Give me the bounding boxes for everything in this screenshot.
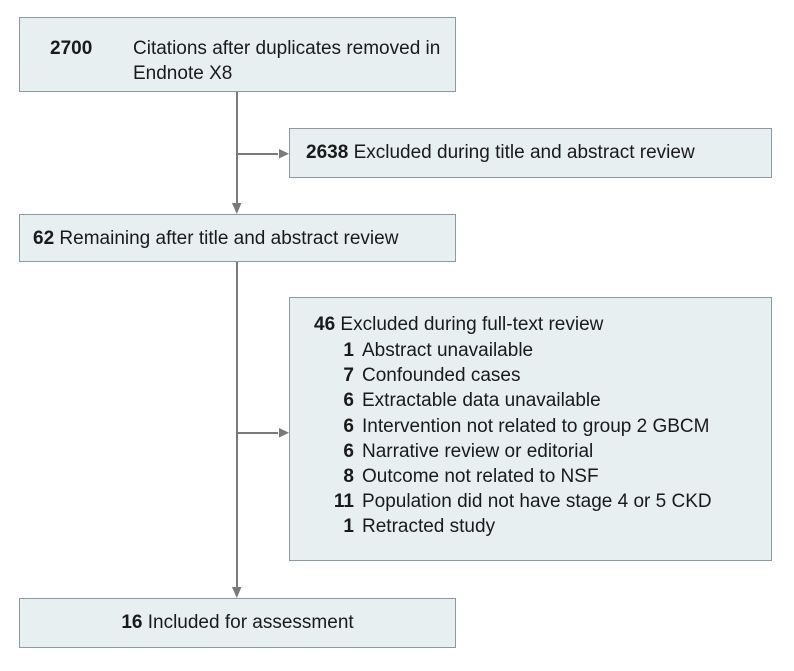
included-count: 16 xyxy=(121,612,143,633)
citations-label: Citations after duplicates removed in En… xyxy=(133,38,441,84)
citations-count: 2700 xyxy=(50,38,93,59)
reason-label: Narrative review or editorial xyxy=(362,440,594,462)
connector-main-lower xyxy=(236,262,238,588)
excluded-fulltext-box: 46 Excluded during full-text review 1 Abs… xyxy=(289,297,772,561)
citations-box: 2700 Citations after duplicates removed … xyxy=(19,17,456,92)
excluded-fulltext-count: 46 xyxy=(314,314,336,335)
exclusion-reason: 6 Narrative review or editorial xyxy=(314,439,712,464)
reason-count: 1 xyxy=(343,340,354,361)
reason-label: Retracted study xyxy=(362,516,496,538)
exclusion-reason: 6 Extractable data unavailable xyxy=(314,388,712,413)
reason-label: Population did not have stage 4 or 5 CKD xyxy=(362,491,712,513)
reason-label: Abstract unavailable xyxy=(362,340,534,361)
remaining-count: 62 xyxy=(33,228,55,249)
reason-label: Confounded cases xyxy=(362,365,521,387)
arrowhead-to-excluded-fulltext xyxy=(279,428,289,438)
reason-label: Outcome not related to NSF xyxy=(362,465,599,487)
exclusion-reason: 8 Outcome not related to NSF xyxy=(314,464,712,489)
arrowhead-to-remaining xyxy=(232,203,242,214)
included-box: 16 Included for assessment xyxy=(19,598,456,648)
exclusion-reason: 7 Confounded cases xyxy=(314,363,712,388)
exclusion-reason: 1 Retracted study xyxy=(314,514,712,539)
reason-count: 6 xyxy=(343,390,354,412)
exclusion-reason: 6 Intervention not related to group 2 GBC… xyxy=(314,414,712,439)
reason-count: 11 xyxy=(333,491,354,513)
connector-branch-2 xyxy=(236,432,278,434)
connector-branch-1 xyxy=(236,153,278,155)
reason-count: 7 xyxy=(343,365,354,387)
exclusion-reason: 11 Population did not have stage 4 or 5 C… xyxy=(314,489,712,514)
reason-label: Extractable data unavailable xyxy=(362,390,601,412)
arrowhead-to-included xyxy=(232,587,242,598)
excluded-fulltext-label: Excluded during full-text review xyxy=(340,314,604,335)
reason-count: 8 xyxy=(343,465,354,487)
remaining-label: Remaining after title and abstract revie… xyxy=(59,228,399,249)
connector-main-upper xyxy=(236,92,238,204)
reason-count: 6 xyxy=(343,415,354,437)
reason-count: 1 xyxy=(343,516,354,538)
included-label: Included for assessment xyxy=(147,612,354,633)
remaining-box: 62 Remaining after title and abstract re… xyxy=(19,214,456,262)
arrowhead-to-excluded-title xyxy=(279,149,289,159)
excluded-title-abstract-box: 2638 Excluded during title and abstract … xyxy=(289,128,772,178)
excluded-title-abstract-label: Excluded during title and abstract revie… xyxy=(353,142,695,163)
reason-label: Intervention not related to group 2 GBCM xyxy=(362,415,710,437)
exclusion-reason: 1 Abstract unavailable xyxy=(314,338,712,363)
reason-count: 6 xyxy=(343,440,354,462)
excluded-title-abstract-count: 2638 xyxy=(306,142,349,163)
